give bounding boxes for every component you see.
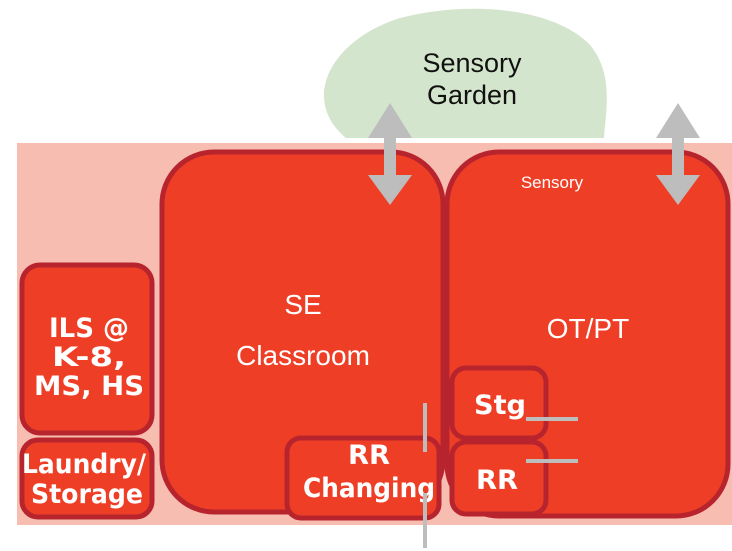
se-classroom-label-line1: SE [284,289,321,320]
ils-room [19,262,155,436]
laundry-label-line2: Storage [31,479,143,510]
sensory-garden-label-line2: Garden [427,80,517,110]
connector-lines [423,403,578,548]
rr-label: RR [476,465,518,496]
laundry-label-line1: Laundry/ [22,449,146,480]
ils-label-line3: MS, HS [34,371,144,402]
se-classroom-garden-arrow [368,103,412,205]
sensory-garden-label-line1: Sensory [422,48,522,78]
ot-pt-sensory-note: Sensory [521,173,584,192]
se-classroom-label-line2: Classroom [236,340,370,371]
ot-pt-garden-arrow [656,103,700,205]
rr-room [449,439,549,517]
ils-label-line1: ILS @ [49,313,129,344]
ils-label-line2: K-8, [52,342,126,373]
stg-room [449,365,549,441]
laundry-storage-room [19,437,155,520]
rr-changing-label-line1: RR [348,440,390,471]
sensory-garden-area [323,8,607,139]
ot-pt-label: OT/PT [547,313,629,344]
stg-label: Stg [474,390,526,421]
rr-changing-room [284,435,442,521]
rr-changing-label-line2: Changing [303,473,435,504]
